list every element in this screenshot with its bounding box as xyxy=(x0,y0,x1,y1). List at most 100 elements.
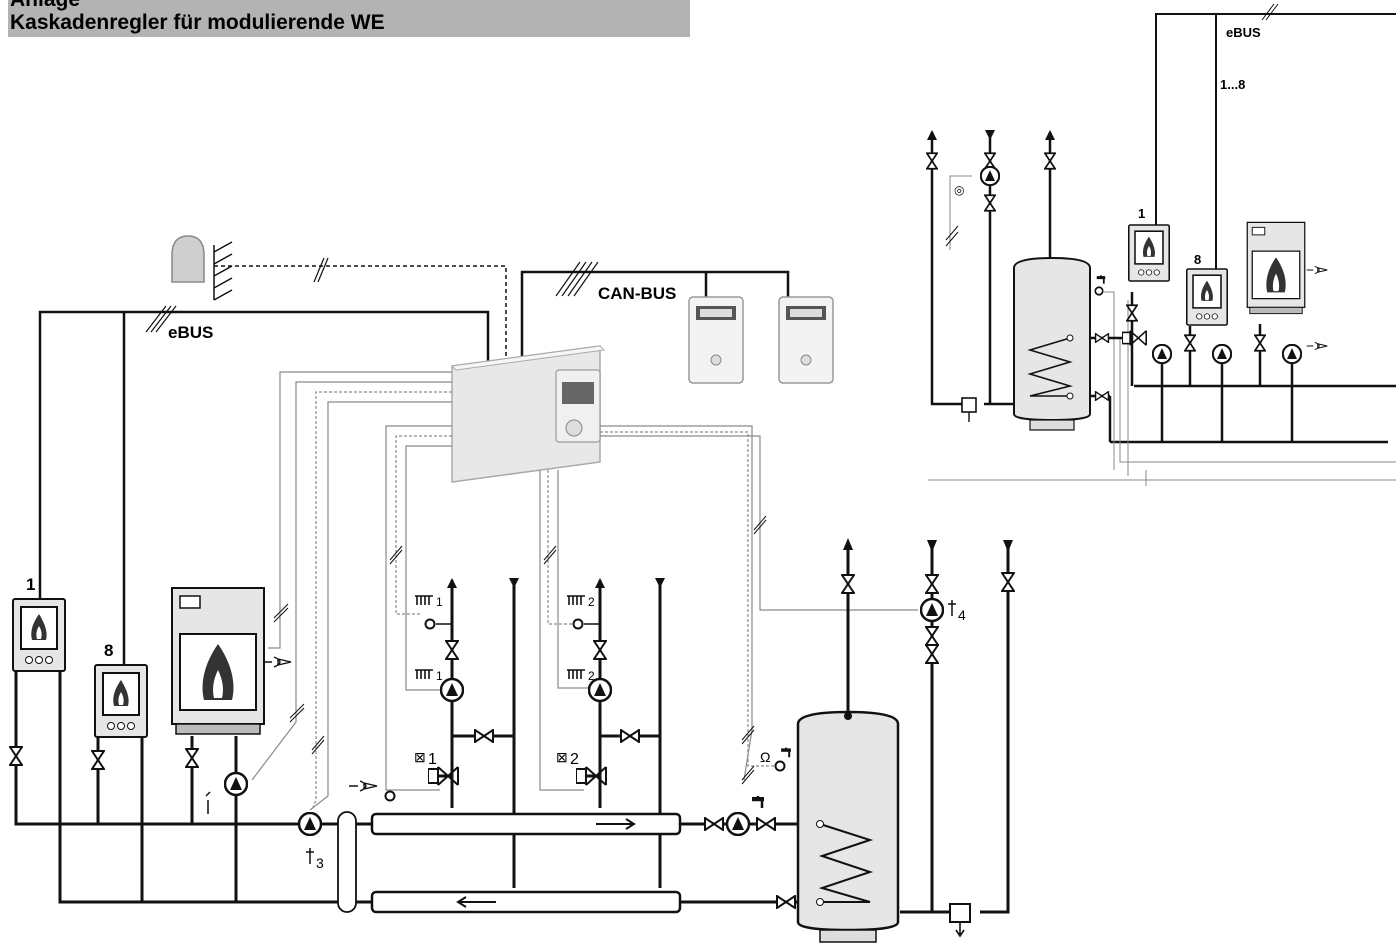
inset-tap xyxy=(1095,274,1107,285)
inset-pump-c xyxy=(1212,344,1232,364)
inset-valve-e xyxy=(1094,333,1110,343)
room-control-unit-2 xyxy=(778,296,834,384)
valve-circuit-1 xyxy=(445,640,459,660)
circuit-2-label-a: 2 xyxy=(588,595,595,609)
mixer-1-label: 1 xyxy=(428,751,437,768)
canbus-marks xyxy=(555,261,599,297)
outdoor-sensor xyxy=(171,235,233,301)
inset-diagram: eBUS 1...8 xyxy=(926,3,1396,486)
inset-range-label: 1...8 xyxy=(1220,77,1245,92)
room-control-unit-1 xyxy=(688,296,744,384)
mixer-2-label: 2 xyxy=(570,751,579,768)
inset-burner-icon xyxy=(1306,265,1328,275)
inset-tank-sensor xyxy=(1094,286,1104,296)
inset-boiler-8 xyxy=(1186,268,1228,326)
ebus-bus-marks xyxy=(145,305,177,333)
control-wiring-marks xyxy=(273,515,767,785)
circuit-1-label-b: 1 xyxy=(436,669,443,683)
inset-burner-icon-2 xyxy=(1306,341,1328,351)
circuit-2-label-b: 2 xyxy=(588,669,595,683)
drain-valve xyxy=(949,903,971,938)
inset-ebus-label: eBUS xyxy=(1226,25,1261,40)
inset-valve-f xyxy=(1094,391,1110,401)
inset-valve-d xyxy=(1044,152,1056,170)
boiler-pump-sensor xyxy=(205,791,211,814)
inset-valve-h xyxy=(1184,334,1196,352)
valve-boiler-8 xyxy=(91,750,105,770)
outdoor-sensor-wire-marks xyxy=(313,257,329,283)
outdoor-sensor-wire xyxy=(214,265,507,362)
flow-sensor-1 xyxy=(424,618,436,630)
boiler-pump xyxy=(224,772,248,796)
valve-floor-boiler xyxy=(185,748,199,768)
pump-dhw-loading xyxy=(726,812,750,836)
dhw-tap-icon xyxy=(780,746,792,759)
title-line-1: Anlage xyxy=(10,0,80,12)
pump-circuit-2 xyxy=(588,678,612,702)
inset-floor-boiler xyxy=(1246,221,1306,315)
valve-dhw-loading-2 xyxy=(756,817,776,831)
burner-icon-2 xyxy=(348,780,378,792)
heating-circuit-1: 1 1 ⊠ 1 xyxy=(414,595,494,786)
boiler-1-label: 1 xyxy=(26,575,35,594)
bypass-valve-1 xyxy=(474,729,494,743)
main-pipes xyxy=(14,544,1010,914)
flow-sensor-2 xyxy=(572,618,584,630)
pump-3-label: 3 xyxy=(316,855,324,871)
control-wiring xyxy=(251,371,918,811)
valve-boiler-1 xyxy=(9,746,23,766)
valve-dhw-loading xyxy=(704,817,724,831)
dhw-storage-tank xyxy=(796,710,900,943)
pump-4-label: 4 xyxy=(958,607,966,623)
circuit-1-label-a: 1 xyxy=(436,595,443,609)
inset-boiler-1-label: 1 xyxy=(1138,206,1145,221)
pump-3-marker xyxy=(306,848,314,864)
mixer-1-icon-label: ⊠ xyxy=(414,749,426,765)
header-sensor xyxy=(384,790,396,802)
cascade-controller xyxy=(450,345,606,483)
valve-circulation-in xyxy=(925,574,939,594)
hydraulic-header xyxy=(337,811,682,914)
drain-tap xyxy=(750,794,766,810)
valve-circuit-2 xyxy=(593,640,607,660)
radiator-icon-2a xyxy=(566,595,586,606)
pump-4-marker xyxy=(948,600,956,616)
dhw-tank-sensor xyxy=(774,760,786,772)
radiator-icon-2b xyxy=(566,669,586,680)
inset-valve-a xyxy=(926,152,938,170)
valve-cold-water xyxy=(1001,572,1015,592)
boiler-8 xyxy=(94,664,148,738)
inset-coil-icon: ◎ xyxy=(954,183,964,197)
boiler-8-label: 8 xyxy=(104,641,113,660)
floor-boiler xyxy=(171,587,265,735)
inset-pump-d xyxy=(1282,344,1302,364)
pump-4-circulation xyxy=(920,598,944,622)
valve-circulation-out xyxy=(925,626,939,646)
inset-boiler-1 xyxy=(1128,224,1170,282)
flow-arrows xyxy=(447,538,1013,588)
pump-circuit-1 xyxy=(440,678,464,702)
title-bar: Anlage Kaskadenregler für modulierende W… xyxy=(8,0,690,37)
title-line-2: Kaskadenregler für modulierende WE xyxy=(10,11,385,34)
burner-icon xyxy=(262,656,292,668)
valve-dhw-return xyxy=(776,895,796,909)
inset-mixer xyxy=(1122,330,1148,346)
inset-valve-i xyxy=(1254,334,1266,352)
pump-3 xyxy=(298,812,322,836)
canbus-label: CAN-BUS xyxy=(598,284,676,303)
mixer-2-icon-label: ⊠ xyxy=(556,749,568,765)
radiator-icon-1b xyxy=(414,669,434,680)
radiator-icon-1a xyxy=(414,595,434,606)
boiler-1 xyxy=(12,598,66,672)
inset-pump-a xyxy=(980,166,1000,186)
inset-pump-b xyxy=(1152,344,1172,364)
valve-dhw-out xyxy=(841,574,855,594)
valve-circulation-out-2 xyxy=(925,644,939,664)
bypass-valve-2 xyxy=(620,729,640,743)
inset-valve-c xyxy=(984,194,996,212)
inset-boiler-8-label: 8 xyxy=(1194,252,1201,267)
ebus-label: eBUS xyxy=(168,323,213,342)
ebus-wiring xyxy=(38,310,490,666)
dhw-tank-sensor-icon: Ω xyxy=(760,749,770,765)
